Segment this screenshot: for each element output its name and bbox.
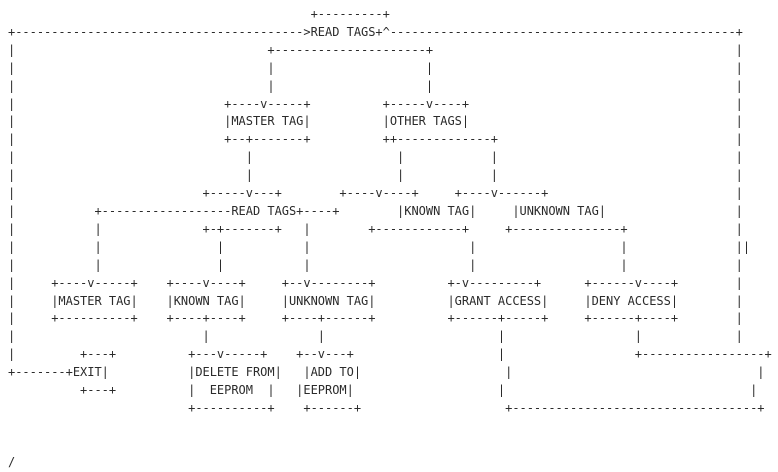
diagram-canvas: +---------+ +---------------------------… [8, 7, 772, 469]
ascii-flow-diagram: +---------+ +---------------------------… [8, 7, 772, 469]
